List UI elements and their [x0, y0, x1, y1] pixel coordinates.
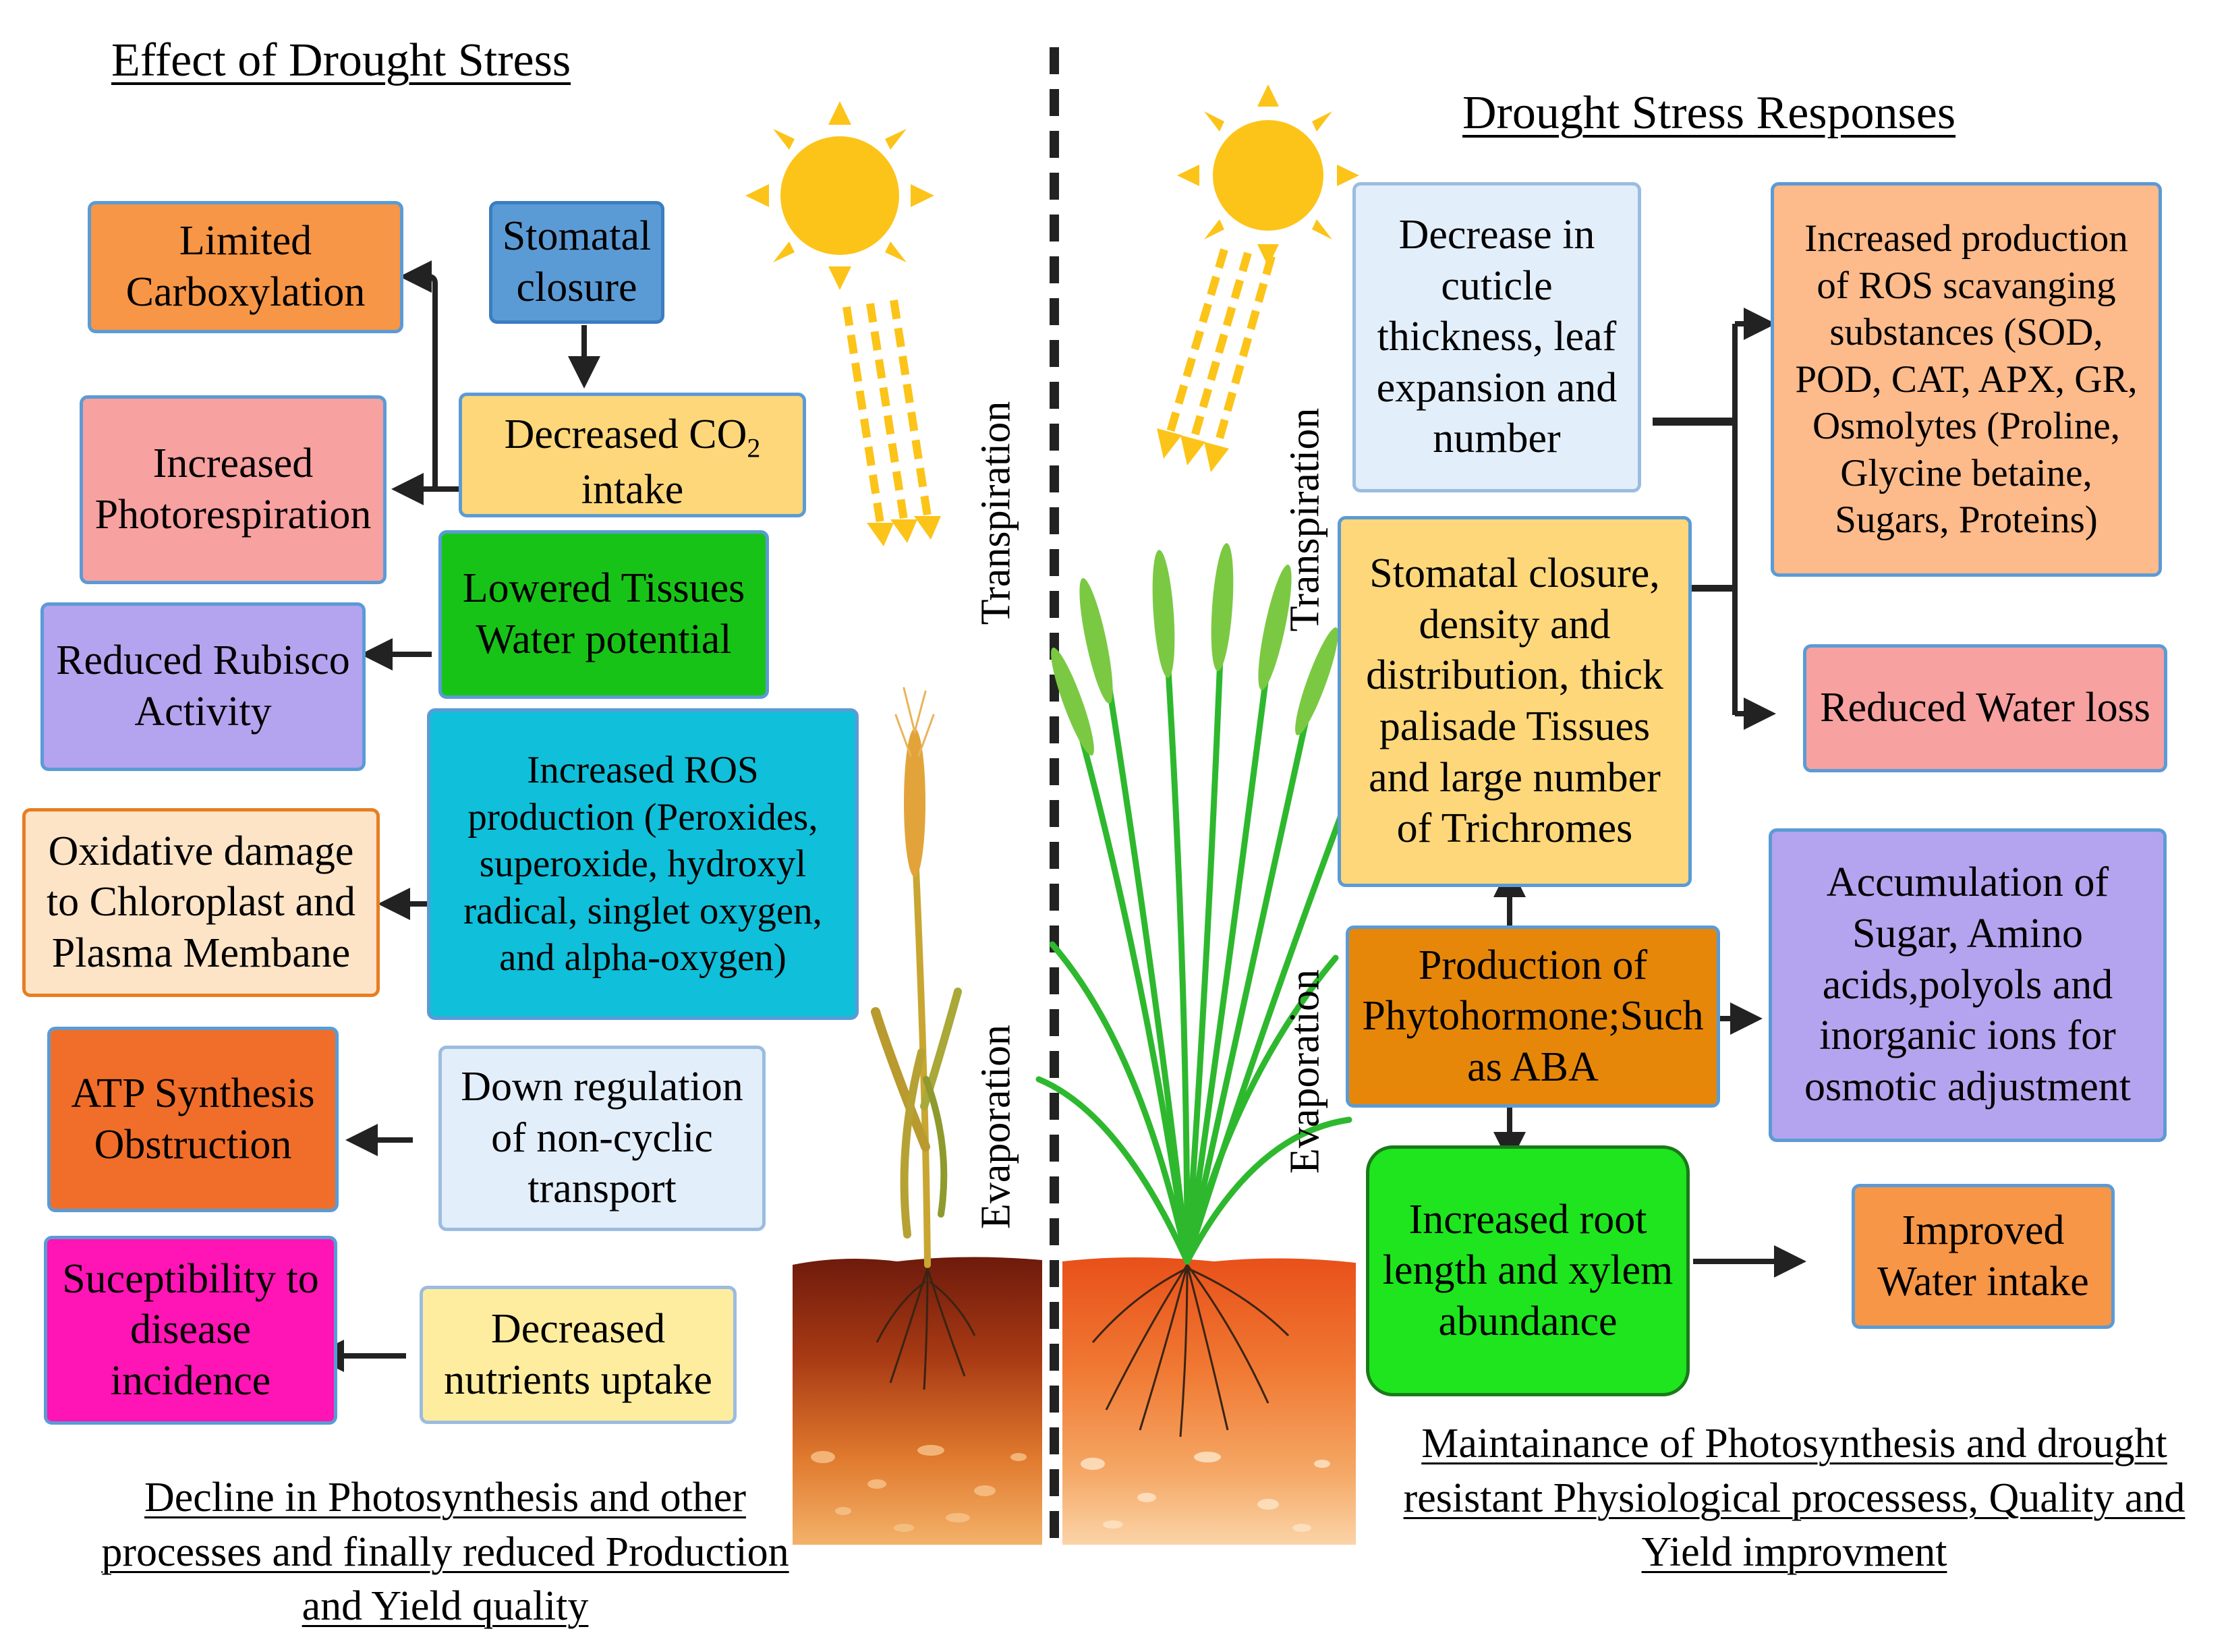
right-heading: Drought Stress Responses [1462, 87, 1956, 139]
wilted-wheat-plant [871, 687, 962, 1268]
decreased-nutrients-box: Decreased nutrients uptake [420, 1286, 737, 1424]
accumulation-box: Accumulation of Sugar, Amino acids,polyo… [1769, 828, 2167, 1142]
stomatal-closure-density-box: Stomatal closure, density and distributi… [1338, 516, 1692, 887]
co2-subscript: 2 [747, 432, 761, 463]
sunlight-rays-right [1166, 248, 1276, 447]
ros-scavenging-box: Increased production of ROS scavanging s… [1771, 182, 2162, 577]
left-heading: Effect of Drought Stress [111, 34, 571, 86]
left-transpiration-label: Transpiration [973, 401, 1019, 625]
down-regulation-box: Down regulation of non-cyclic transport [438, 1046, 766, 1231]
reduced-rubisco-box: Reduced Rubisco Activity [40, 602, 366, 771]
left-evaporation-label: Evaporation [973, 1025, 1019, 1230]
roots-left [876, 1268, 976, 1390]
right-evaporation-label: Evaporation [1282, 969, 1328, 1174]
right-footer: Maintainance of Photosynthesis and droug… [1403, 1421, 2186, 1576]
decreased-co2-intake: intake [581, 467, 684, 513]
soil-right [1062, 1257, 1356, 1545]
phytohormone-box: Production of Phytohormone;Such as ABA [1346, 925, 1720, 1108]
connector-arrows-left [312, 260, 600, 1372]
decrease-cuticle-box: Decrease in cuticle thickness, leaf expa… [1352, 182, 1641, 492]
sun-icon-right [1177, 84, 1359, 266]
root-length-box: Increased root length and xylem abundanc… [1366, 1145, 1690, 1396]
improved-water-box: Improved Water intake [1852, 1184, 2115, 1329]
roots-right [1091, 1264, 1290, 1437]
oxidative-damage-box: Oxidative damage to Chloroplast and Plas… [22, 808, 380, 997]
sun-icon-left [745, 101, 934, 290]
limited-carboxylation-box: Limited Carboxylation [88, 201, 403, 333]
atp-synthesis-box: ATP Synthesis Obstruction [47, 1027, 339, 1212]
reduced-water-loss-box: Reduced Water loss [1803, 644, 2167, 772]
susceptibility-box: Suceptibility to disease incidence [44, 1236, 337, 1425]
lowered-tissues-box: Lowered Tissues Water potential [438, 530, 769, 699]
increased-ros-box: Increased ROS production (Peroxides, sup… [427, 708, 859, 1020]
left-footer: Decline in Photosynthesis and other proc… [101, 1475, 789, 1630]
right-transpiration-label: Transpiration [1282, 407, 1328, 632]
decreased-co2-label: Decreased CO [504, 411, 747, 457]
stomatal-closure-box: Stomatal closure [489, 201, 664, 324]
decreased-co2-box: Decreased CO2 intake [459, 393, 806, 517]
increased-photorespiration-box: Increased Photorespiration [80, 395, 387, 584]
sunlight-rays-left [842, 300, 932, 523]
soil-left [793, 1257, 1042, 1545]
